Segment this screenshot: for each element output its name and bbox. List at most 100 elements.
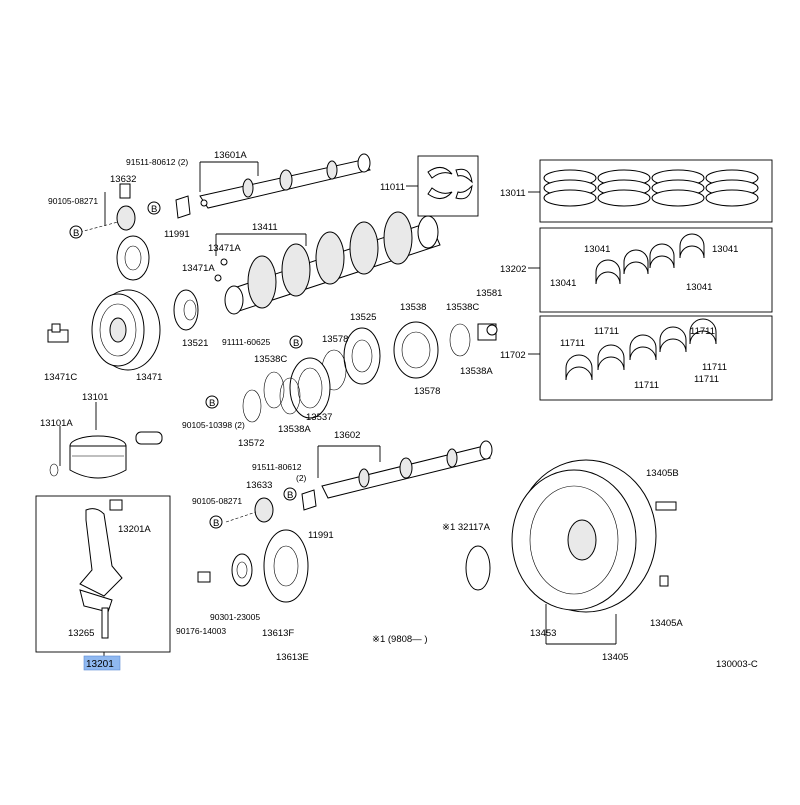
label-13633[interactable]: 13633 [246, 480, 272, 491]
label-13601A[interactable]: 13601A [214, 150, 247, 161]
label-90105-08271-lower[interactable]: 90105-08271 [192, 496, 242, 506]
key-11991-lower[interactable] [301, 489, 317, 511]
label-13538A-right[interactable]: 13538A [460, 366, 493, 377]
label-13572[interactable]: 13572 [238, 438, 264, 449]
pin-13471A-2[interactable] [214, 274, 222, 282]
bearing-13581[interactable] [477, 323, 498, 341]
piston-13101[interactable] [69, 435, 127, 479]
label-13602[interactable]: 13602 [334, 430, 360, 441]
label-11711-4[interactable]: 11711 [702, 362, 727, 373]
label-13537[interactable]: 13537 [306, 412, 332, 423]
label-13581[interactable]: 13581 [476, 288, 502, 299]
label-13471A-1[interactable]: 13471A [208, 243, 241, 254]
label-13613F[interactable]: 13613F [262, 628, 294, 639]
label-13041-2[interactable]: 13041 [712, 244, 738, 255]
label-11711-2[interactable]: 11711 [690, 326, 715, 337]
label-b-4: B [209, 398, 215, 409]
label-13453[interactable]: 13453 [530, 628, 556, 639]
gear-13613F[interactable] [263, 529, 309, 603]
thrust-ring-13537[interactable] [289, 357, 331, 419]
seal-90301-23005[interactable] [231, 553, 253, 587]
label-13405A[interactable]: 13405A [650, 618, 683, 629]
cam-gear-13633[interactable] [254, 497, 274, 523]
snap-ring-13538C-right[interactable] [449, 323, 471, 357]
label-13265[interactable]: 13265 [68, 628, 94, 639]
label-13538[interactable]: 13538 [400, 302, 426, 313]
label-13202[interactable]: 13202 [500, 264, 526, 275]
label-11991-upper[interactable]: 11991 [164, 229, 190, 240]
flywheel-13405[interactable] [511, 459, 657, 613]
label-13201[interactable]: 13201 [86, 659, 114, 670]
piston-rings-box-13011[interactable] [539, 159, 773, 223]
label-13538A-left[interactable]: 13538A [278, 424, 311, 435]
plug-90176-14003[interactable] [197, 571, 211, 583]
label-13538C-right[interactable]: 13538C [446, 302, 479, 313]
conrod-box[interactable] [35, 495, 171, 653]
label-13471[interactable]: 13471 [136, 372, 162, 383]
label-91111-60625[interactable]: 91111-60625 [222, 337, 270, 347]
thrust-washer-box-11011[interactable] [417, 155, 479, 217]
label-13471A-2[interactable]: 13471A [182, 263, 215, 274]
label-13405B[interactable]: 13405B [646, 468, 679, 479]
label-91511-80612[interactable]: 91511-80612 [252, 462, 302, 472]
label-13471C[interactable]: 13471C [44, 372, 77, 383]
label-13411[interactable]: 13411 [252, 222, 278, 233]
label-32117A[interactable]: ※1 32117A [442, 522, 491, 533]
label-13101[interactable]: 13101 [82, 392, 108, 403]
label-90176-14003[interactable]: 90176-14003 [176, 626, 226, 636]
label-11702[interactable]: 11702 [500, 350, 526, 361]
plate-32117A[interactable] [465, 545, 491, 591]
label-13521[interactable]: 13521 [182, 338, 208, 349]
label-b-6: B [213, 518, 219, 529]
bolt-13471C[interactable] [47, 323, 69, 343]
label-13041-3[interactable]: 13041 [550, 278, 576, 289]
cam-gear-13632[interactable] [116, 183, 150, 281]
label-13041-4[interactable]: 13041 [686, 282, 712, 293]
label-91511-80612-2[interactable]: 91511-80612 (2) [126, 157, 188, 167]
label-13011[interactable]: 13011 [500, 188, 526, 199]
pin-13405A[interactable] [659, 575, 669, 587]
label-13632[interactable]: 13632 [110, 174, 136, 185]
bolt-13405B[interactable] [655, 501, 677, 511]
bolt-13265[interactable] [101, 607, 109, 639]
crank-pulley-13471[interactable] [91, 289, 161, 371]
plate-13572[interactable] [242, 389, 262, 423]
label-b-3: B [293, 338, 299, 349]
snap-ring-13538C-left[interactable] [263, 371, 285, 409]
crankshaft-13411[interactable] [224, 211, 441, 315]
label-11011[interactable]: 11011 [380, 182, 405, 193]
gear-13525[interactable] [343, 327, 381, 385]
label-11711-5[interactable]: 11711 [634, 380, 659, 391]
label-13613E[interactable]: 13613E [276, 652, 309, 663]
pin-13471A[interactable] [220, 258, 228, 266]
label-2[interactable]: (2) [296, 473, 307, 483]
piston-pin-13101[interactable] [135, 431, 163, 445]
snap-ring-13538A-left[interactable] [279, 377, 301, 415]
camshaft-upper[interactable] [199, 153, 371, 209]
label-11991-lower[interactable]: 11991 [308, 530, 334, 541]
label-13578-lower[interactable]: 13578 [414, 386, 440, 397]
label-13041-1[interactable]: 13041 [584, 244, 610, 255]
bushing-13201A[interactable] [109, 499, 123, 511]
label-11711-1[interactable]: 11711 [594, 326, 619, 337]
key-11991-upper[interactable] [175, 195, 191, 219]
label-b-2: B [151, 204, 157, 215]
label-13538C-left[interactable]: 13538C [254, 354, 287, 365]
crank-gear-13521[interactable] [173, 289, 199, 331]
label-11711-3[interactable]: 11711 [560, 338, 585, 349]
label-90301-23005[interactable]: 90301-23005 [210, 612, 260, 622]
camshaft-lower[interactable] [321, 440, 493, 499]
note-text: ※1 (9808— ) [372, 634, 427, 645]
snap-ring-13101A[interactable] [49, 463, 59, 477]
label-90105-08271-upper[interactable]: 90105-08271 [48, 196, 98, 206]
label-11711-6[interactable]: 11711 [694, 374, 719, 385]
label-13101A[interactable]: 13101A [40, 418, 73, 429]
main-bearings-box-11702[interactable] [539, 315, 773, 401]
label-13525[interactable]: 13525 [350, 312, 376, 323]
label-13405[interactable]: 13405 [602, 652, 628, 663]
conrod-bearings-box-13202[interactable] [539, 227, 773, 313]
label-13201A[interactable]: 13201A [118, 524, 151, 535]
label-13578-upper[interactable]: 13578 [322, 334, 348, 345]
gear-13578[interactable] [393, 321, 439, 379]
label-90105-10398-2[interactable]: 90105-10398 (2) [182, 420, 245, 430]
